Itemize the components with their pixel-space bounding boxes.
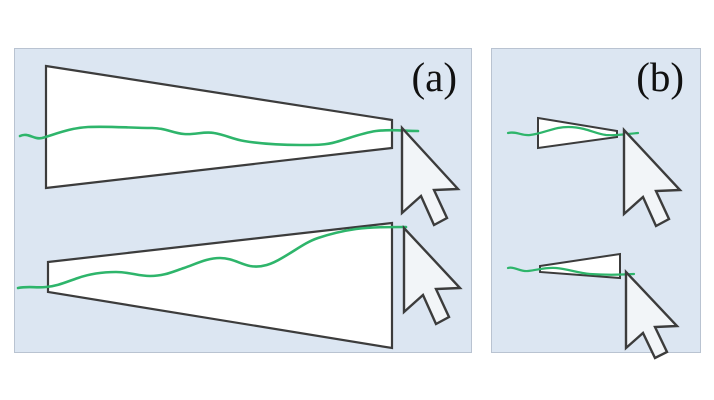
panel-a-label: (a) [411, 54, 457, 100]
panel-b-label: (b) [636, 54, 684, 100]
panel-a: (a) [14, 48, 472, 353]
panel-b: (b) [491, 48, 701, 353]
